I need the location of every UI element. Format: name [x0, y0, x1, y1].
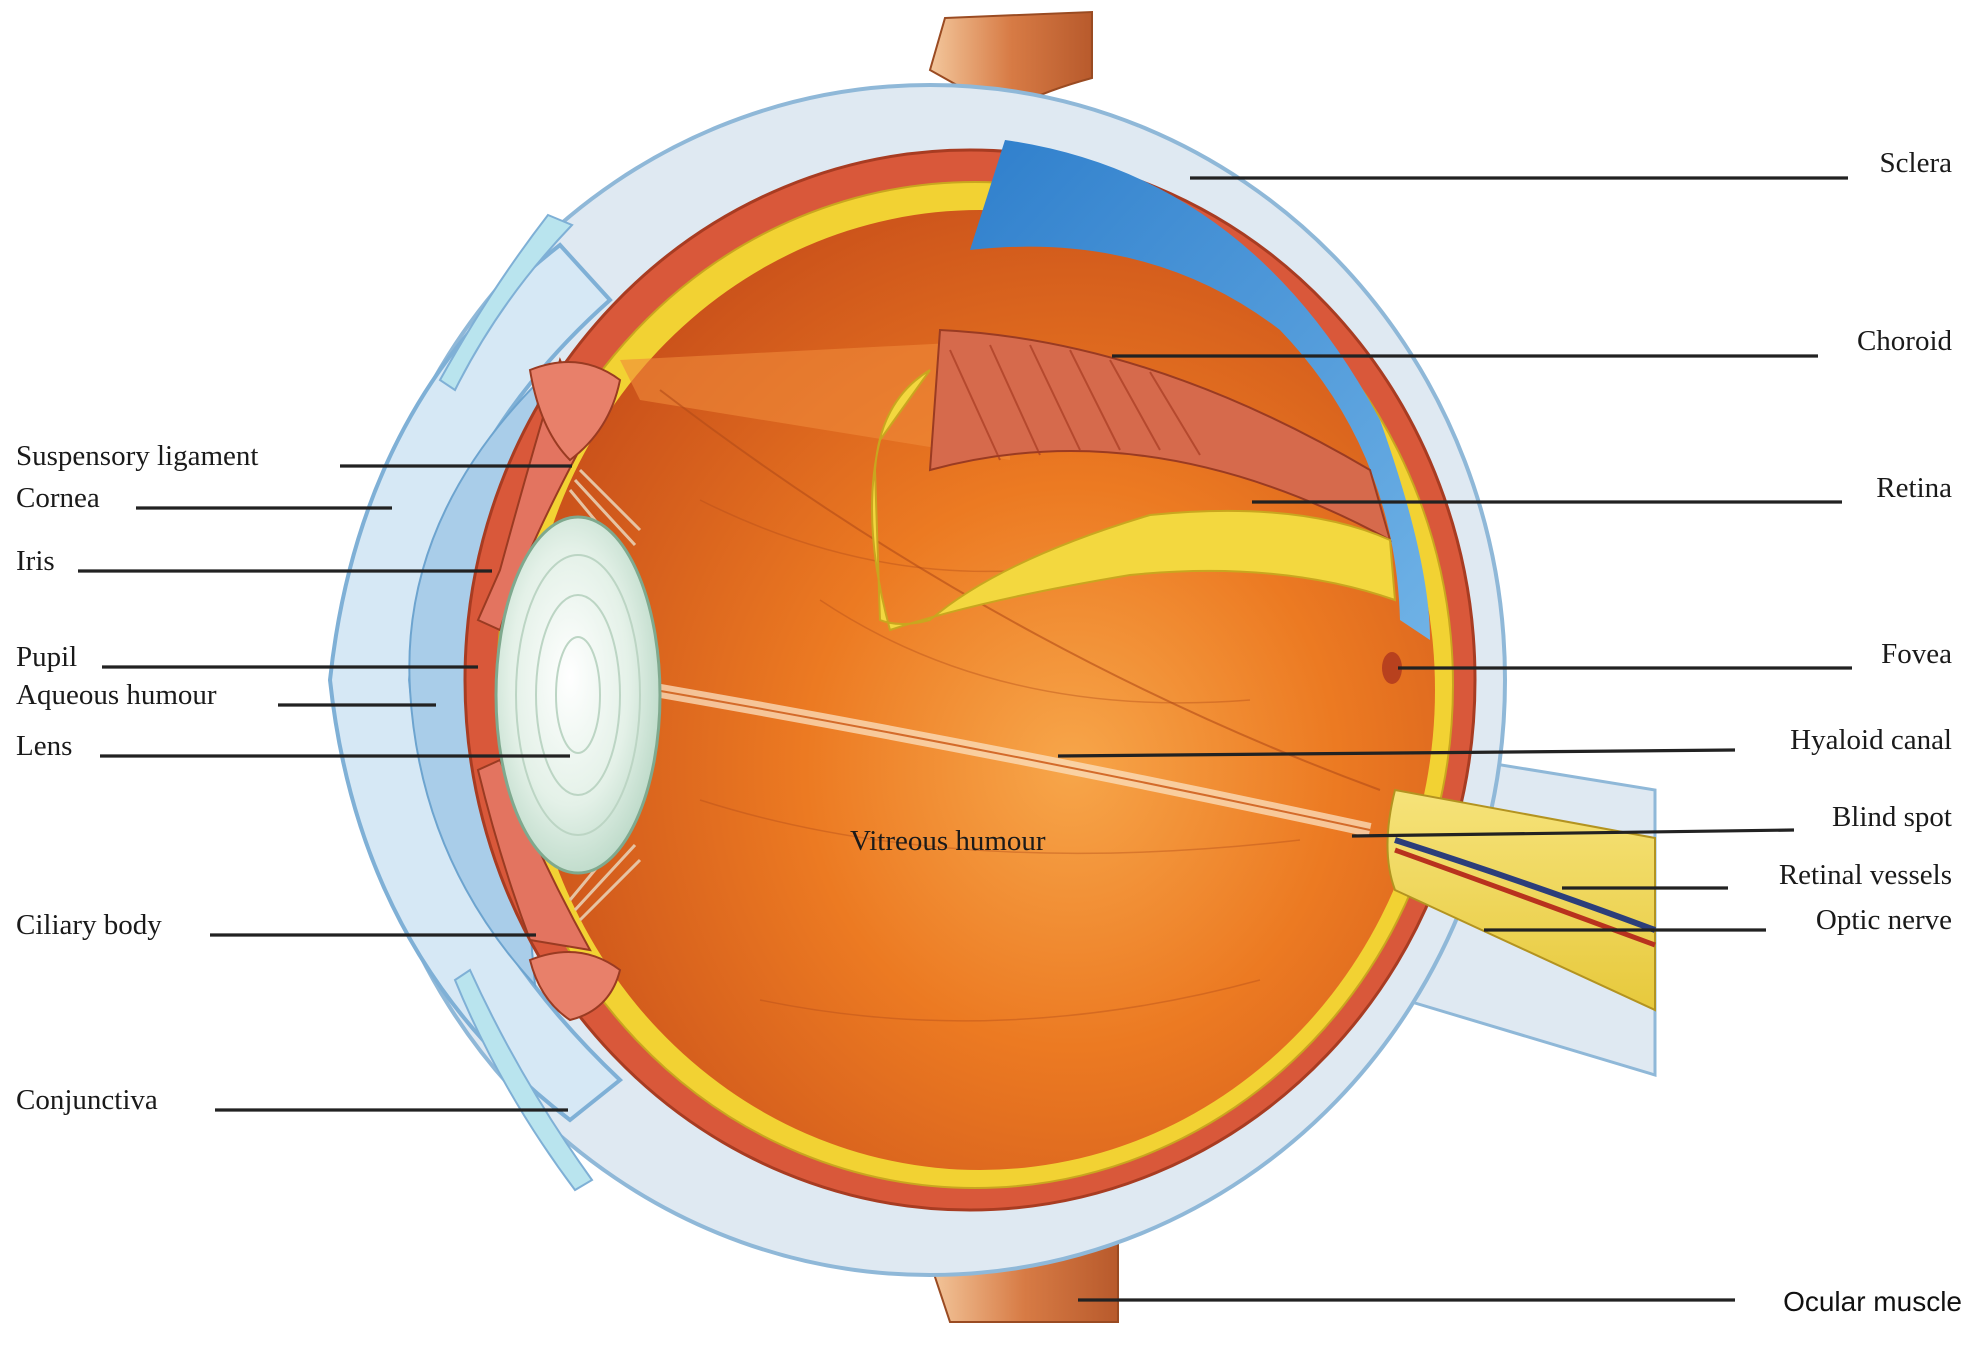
label-aqueous-humour: Aqueous humour [16, 679, 217, 711]
label-fovea: Fovea [1881, 638, 1952, 670]
label-iris: Iris [16, 545, 55, 577]
label-sclera: Sclera [1880, 147, 1953, 179]
label-retina: Retina [1876, 472, 1952, 504]
label-lens: Lens [16, 730, 72, 762]
label-ciliary-body: Ciliary body [16, 909, 162, 941]
label-group-cornea: Cornea [16, 482, 392, 514]
lens [496, 517, 660, 873]
label-ocular-muscle: Ocular muscle [1783, 1286, 1962, 1317]
label-group-ocular-muscle: Ocular muscle [1078, 1286, 1962, 1317]
label-pupil: Pupil [16, 641, 77, 673]
label-group-conjunctiva: Conjunctiva [16, 1084, 568, 1116]
label-blind-spot: Blind spot [1832, 801, 1952, 833]
label-group-sclera: Sclera [1190, 147, 1952, 179]
label-cornea: Cornea [16, 482, 100, 514]
label-retinal-vessels: Retinal vessels [1779, 859, 1952, 891]
label-suspensory-ligament: Suspensory ligament [16, 440, 258, 472]
label-optic-nerve: Optic nerve [1816, 904, 1952, 936]
label-hyaloid-canal: Hyaloid canal [1790, 724, 1952, 756]
label-conjunctiva: Conjunctiva [16, 1084, 158, 1116]
label-vitreous-humour: Vitreous humour [850, 825, 1046, 857]
label-choroid: Choroid [1857, 325, 1953, 357]
